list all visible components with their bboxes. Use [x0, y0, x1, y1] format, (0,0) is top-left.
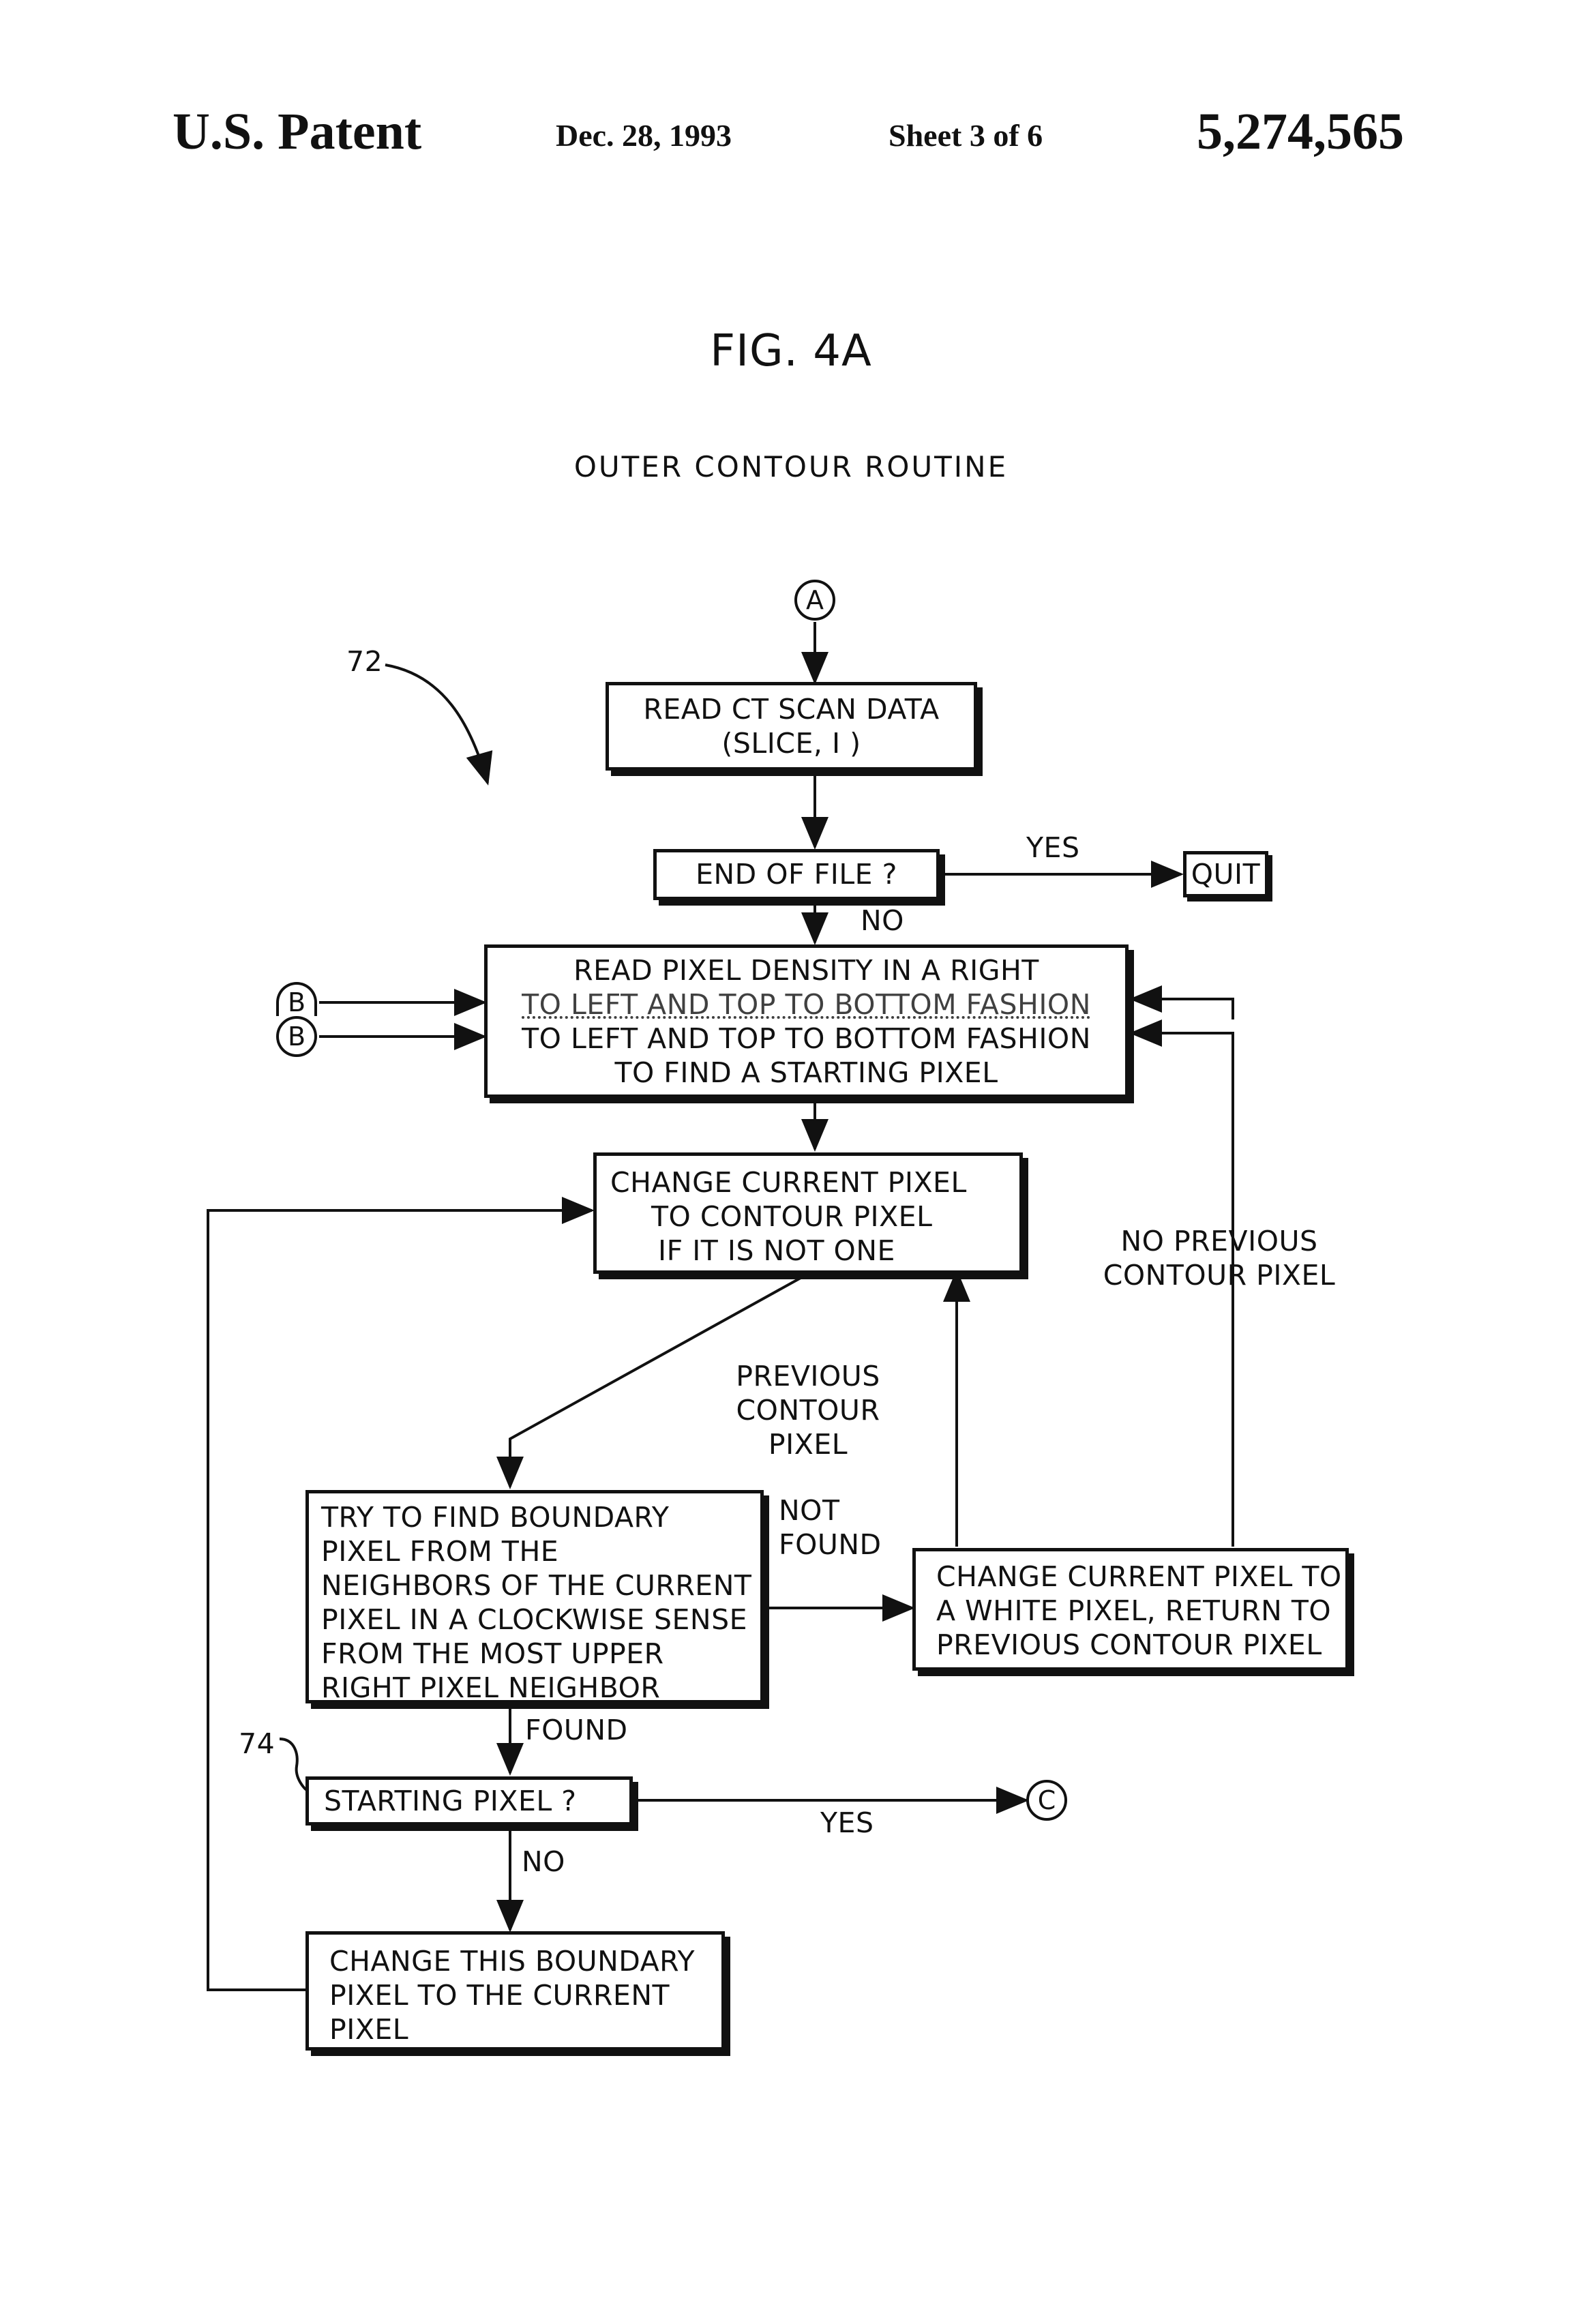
label-not-found-line-2: FOUND	[779, 1528, 882, 1561]
label-previous-line-2: CONTOUR	[736, 1394, 880, 1427]
change-current-line-1: CHANGE CURRENT PIXEL	[610, 1166, 967, 1199]
try-find-line-6: RIGHT PIXEL NEIGHBOR	[321, 1671, 661, 1704]
try-find-line-4: PIXEL IN A CLOCKWISE SENSE	[321, 1603, 748, 1636]
quit-text: QUIT	[1191, 858, 1261, 891]
ref-74-leader	[279, 1738, 308, 1791]
label-previous-contour: PREVIOUS CONTOUR PIXEL	[716, 1359, 900, 1461]
try-find-boundary-box: TRY TO FIND BOUNDARY PIXEL FROM THE NEIG…	[305, 1490, 764, 1704]
read-pixel-line-2: TO LEFT AND TOP TO BOTTOM FASHION	[522, 988, 1091, 1021]
quit-box: QUIT	[1183, 851, 1268, 897]
change-boundary-box: CHANGE THIS BOUNDARY PIXEL TO THE CURREN…	[305, 1931, 725, 2051]
arrow-change-current-to-try-find	[496, 1272, 809, 1489]
label-previous-line-1: PREVIOUS	[736, 1360, 880, 1392]
change-to-white-pixel-box: CHANGE CURRENT PIXEL TO A WHITE PIXEL, R…	[912, 1548, 1349, 1671]
read-ct-scan-box: READ CT SCAN DATA (SLICE, I )	[606, 682, 977, 771]
header-brand: U.S. Patent	[173, 103, 422, 160]
label-not-found: NOT FOUND	[779, 1493, 882, 1562]
read-ct-line-2: (SLICE, I )	[721, 727, 861, 760]
read-pixel-line-3: TO LEFT AND TOP TO BOTTOM FASHION	[522, 1022, 1091, 1055]
change-boundary-line-1: CHANGE THIS BOUNDARY	[329, 1945, 696, 1978]
header-patent-number: 5,274,565	[1197, 103, 1404, 160]
label-no-start: NO	[522, 1845, 565, 1878]
label-no-eof: NO	[861, 904, 904, 937]
starting-pixel-box: STARTING PIXEL ?	[305, 1776, 633, 1826]
label-not-found-line-1: NOT	[779, 1494, 840, 1527]
ref-72-leader	[385, 664, 493, 786]
ref-74: 74	[239, 1727, 275, 1760]
read-pixel-line-4: TO FIND A STARTING PIXEL	[614, 1056, 998, 1089]
try-find-line-1: TRY TO FIND BOUNDARY	[321, 1501, 670, 1534]
label-found: FOUND	[525, 1714, 628, 1746]
change-current-pixel-box: CHANGE CURRENT PIXEL TO CONTOUR PIXEL IF…	[593, 1152, 1023, 1274]
end-of-file-box: END OF FILE ?	[653, 849, 940, 900]
change-current-line-2: TO CONTOUR PIXEL	[651, 1200, 933, 1233]
label-yes-quit: YES	[1026, 831, 1080, 864]
figure-label: FIG. 4A	[710, 326, 872, 376]
label-no-previous-line-1: NO PREVIOUS	[1120, 1225, 1318, 1257]
ref-72: 72	[346, 645, 383, 678]
change-boundary-line-2: PIXEL TO THE CURRENT	[329, 1979, 670, 2012]
label-no-previous-line-2: CONTOUR PIXEL	[1103, 1259, 1336, 1292]
connector-b-ghost: B	[276, 982, 317, 1016]
change-current-line-3: IF IT IS NOT ONE	[658, 1234, 895, 1267]
read-pixel-density-box: READ PIXEL DENSITY IN A RIGHT TO LEFT AN…	[484, 944, 1129, 1098]
change-boundary-line-3: PIXEL	[329, 2013, 409, 2046]
try-find-line-2: PIXEL FROM THE	[321, 1535, 559, 1568]
try-find-line-5: FROM THE MOST UPPER	[321, 1637, 664, 1670]
change-white-line-1: CHANGE CURRENT PIXEL TO	[936, 1560, 1342, 1593]
read-ct-line-1: READ CT SCAN DATA	[643, 693, 940, 726]
connector-a: A	[794, 580, 835, 621]
starting-pixel-text: STARTING PIXEL ?	[324, 1785, 577, 1817]
read-pixel-line-1: READ PIXEL DENSITY IN A RIGHT	[573, 954, 1039, 987]
label-previous-line-3: PIXEL	[768, 1428, 848, 1461]
end-of-file-text: END OF FILE ?	[696, 858, 897, 891]
change-white-line-3: PREVIOUS CONTOUR PIXEL	[936, 1628, 1322, 1661]
arrow-no-previous-loop	[1129, 1019, 1234, 1547]
label-yes-start: YES	[820, 1806, 874, 1839]
change-white-line-2: A WHITE PIXEL, RETURN TO	[936, 1594, 1332, 1627]
connector-b: B	[276, 1016, 317, 1057]
header-date: Dec. 28, 1993	[556, 118, 732, 153]
label-no-previous: NO PREVIOUS CONTOUR PIXEL	[1090, 1224, 1349, 1292]
try-find-line-3: NEIGHBORS OF THE CURRENT	[321, 1569, 752, 1602]
connector-c: C	[1026, 1780, 1067, 1821]
figure-title: OUTER CONTOUR ROUTINE	[573, 450, 1009, 483]
header-sheet: Sheet 3 of 6	[889, 118, 1043, 153]
arrow-change-boundary-loop	[207, 1197, 595, 1991]
arrow-loop-ghost	[1129, 985, 1234, 1019]
